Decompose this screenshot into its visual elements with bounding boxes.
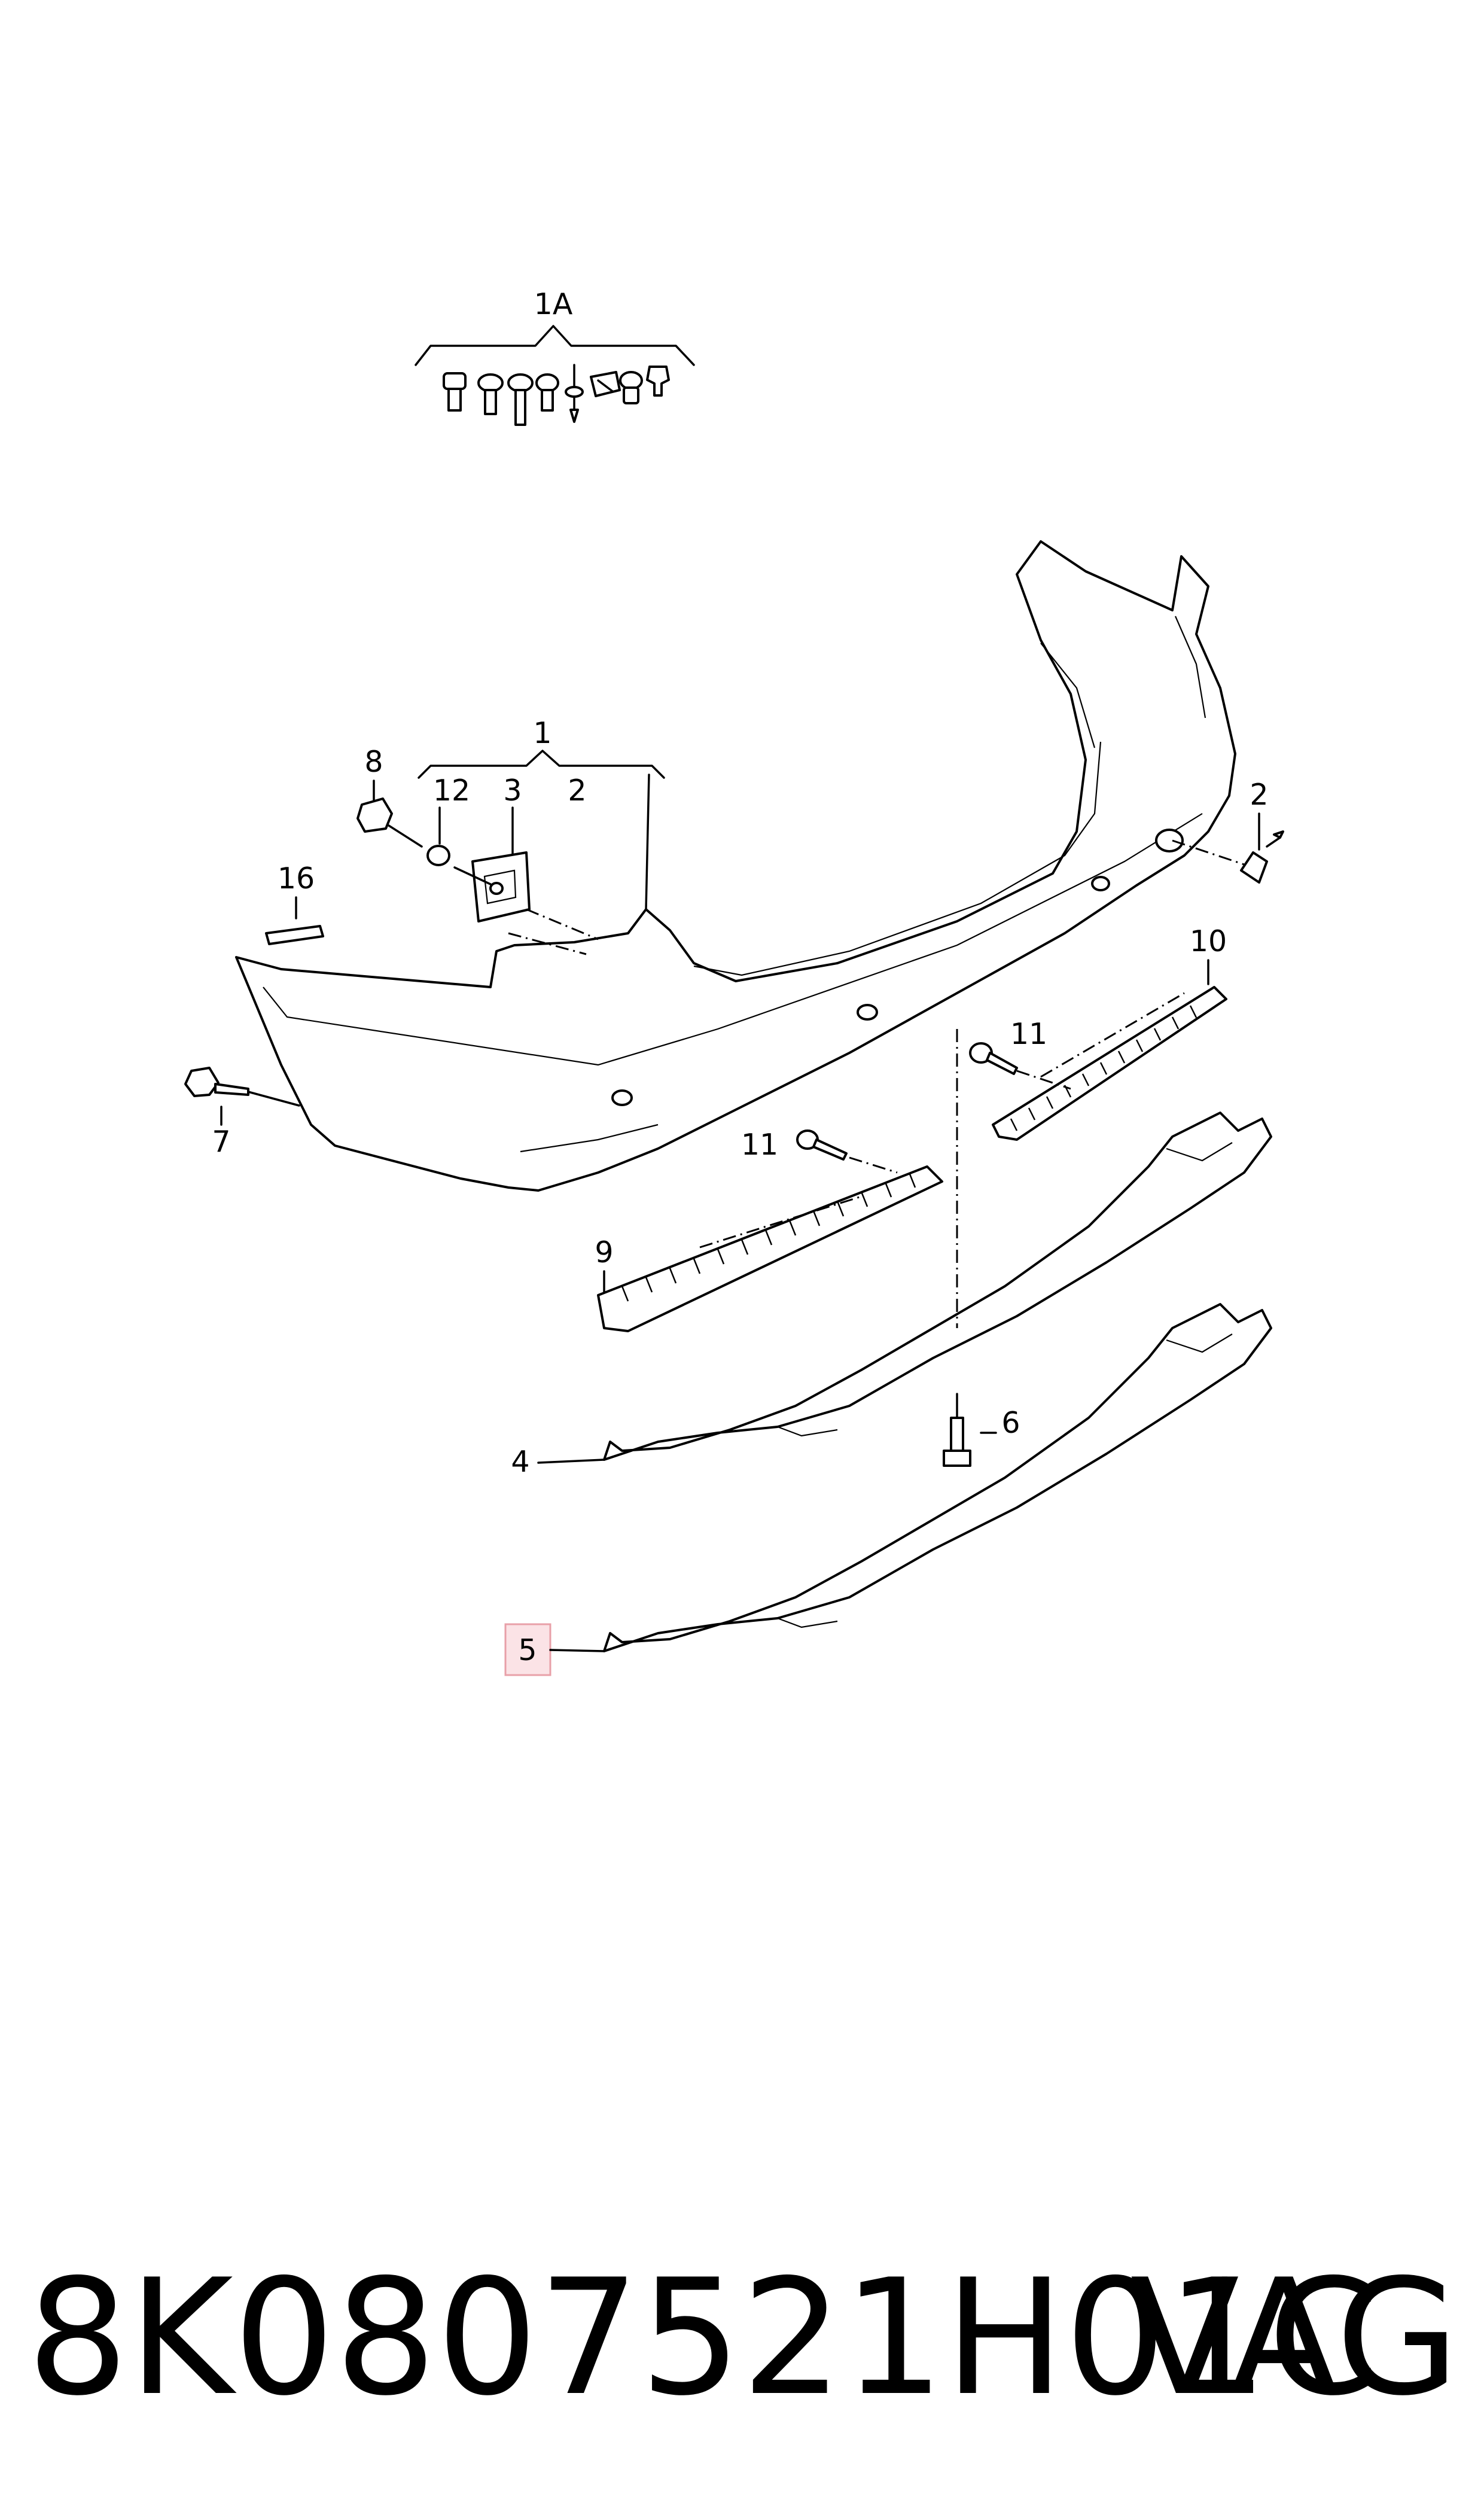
sensor-hole xyxy=(1091,876,1110,891)
callout-9[interactable]: 9 xyxy=(595,1235,613,1269)
screw-11-top: 11 xyxy=(969,1017,1071,1090)
label-16: 16 xyxy=(265,861,324,945)
bolt-7: 7 xyxy=(184,1067,300,1159)
bracket-9: 9 xyxy=(595,1165,943,1332)
callout-5[interactable]: 5 xyxy=(518,1633,537,1667)
sensor-hole xyxy=(857,1004,878,1021)
bracket-group-1: 1 12 3 2 xyxy=(418,716,665,911)
fastener-kit-1a: 1A xyxy=(415,287,695,426)
bracket-3 xyxy=(453,851,599,940)
washer-12 xyxy=(426,845,450,866)
bracket-10: 10 xyxy=(992,924,1227,1141)
cap-2: 2 xyxy=(1172,778,1284,884)
bumper-cover xyxy=(235,540,1236,1192)
spoiler-4: 4 xyxy=(511,1029,1272,1479)
callout-2-right[interactable]: 2 xyxy=(1250,778,1268,812)
callout-2-top[interactable]: 2 xyxy=(568,774,586,808)
screw-6: 6 xyxy=(943,1393,1020,1467)
callout-1[interactable]: 1 xyxy=(533,716,551,750)
callout-16[interactable]: 16 xyxy=(278,861,315,896)
callout-11-top[interactable]: 11 xyxy=(1010,1017,1047,1051)
tow-eye-opening xyxy=(1155,829,1184,852)
callout-3[interactable]: 3 xyxy=(503,774,522,808)
callout-12[interactable]: 12 xyxy=(433,774,470,808)
part-number: 8K0807521H01C xyxy=(27,2245,1379,2431)
callout-6[interactable]: 6 xyxy=(1001,1406,1020,1440)
callout-8[interactable]: 8 xyxy=(364,745,383,779)
callout-11-mid[interactable]: 11 xyxy=(741,1128,778,1162)
callout-1a[interactable]: 1A xyxy=(534,287,573,321)
callout-10[interactable]: 10 xyxy=(1190,924,1227,958)
brand-name: VAG xyxy=(1130,2245,1459,2431)
spoiler-5: 5 xyxy=(504,1303,1272,1676)
nut-8: 8 xyxy=(356,745,423,848)
screw-11-mid: 11 xyxy=(741,1128,898,1174)
sensor-hole xyxy=(611,1089,633,1106)
callout-5-highlight: 5 xyxy=(504,1623,551,1676)
fastener-screws xyxy=(443,364,670,426)
callout-7[interactable]: 7 xyxy=(212,1125,230,1159)
callout-4[interactable]: 4 xyxy=(511,1445,529,1479)
